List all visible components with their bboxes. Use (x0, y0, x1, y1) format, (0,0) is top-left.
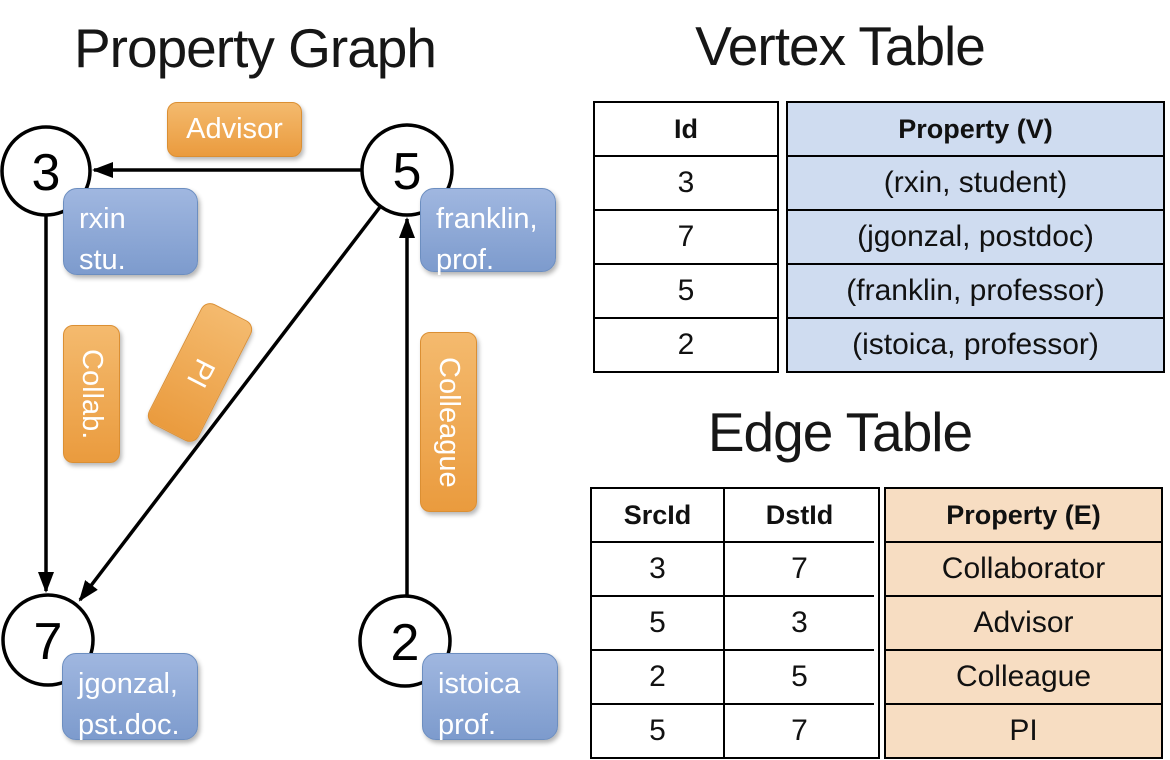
edge-table-property-cell: Advisor (886, 595, 1161, 649)
vertex-table-id-cell: 3 (595, 155, 777, 209)
node-5-id-label: 5 (393, 143, 422, 201)
vertex-label-istoica-line2: prof. (438, 709, 497, 742)
vertex-table-property-column: Property (V) (rxin, student) (jgonzal, p… (786, 101, 1165, 373)
edge-label-colleague-text: Colleague (433, 356, 465, 488)
vertex-table-property-cell: (jgonzal, postdoc) (788, 209, 1163, 263)
edge-table-dstid-cell: 3 (723, 595, 874, 649)
vertex-table-id-header: Id (674, 113, 698, 144)
edge-pi-arrow (78, 205, 382, 602)
edge-table-dstid-cell: 5 (723, 649, 874, 703)
vertex-table-title: Vertex Table (695, 15, 986, 77)
edge-table-property-cell: Colleague (886, 649, 1161, 703)
vertex-label-franklin-line1: franklin, (436, 203, 538, 235)
vertex-table-property-header: Property (V) (898, 113, 1053, 144)
vertex-label-rxin: rxin stu. (63, 188, 198, 276)
property-graph-title: Property Graph (73, 17, 437, 79)
edge-label-collab: Collab. (63, 325, 120, 463)
edge-table-title: Edge Table (707, 401, 973, 463)
vertex-label-jgonzal-line1: jgonzal, (78, 668, 178, 700)
vertex-label-franklin: franklin, prof. (420, 188, 556, 276)
vertex-table-property-cell: (rxin, student) (788, 155, 1163, 209)
edge-table-property-cell: Collaborator (886, 541, 1161, 595)
edge-table-srcid-cell: 5 (592, 595, 723, 649)
vertex-label-jgonzal: jgonzal, pst.doc. (62, 653, 198, 741)
vertex-label-istoica-line1: istoica (438, 668, 521, 700)
vertex-table-id-cell: 5 (595, 263, 777, 317)
edge-table-property-header: Property (E) (946, 499, 1101, 530)
node-3-id-label: 3 (32, 144, 61, 202)
edge-label-pi-text: PI (179, 353, 221, 393)
vertex-label-istoica: istoica prof. (422, 653, 558, 741)
edge-table-property-cell: PI (886, 703, 1161, 757)
edge-table-srcid-cell: 3 (592, 541, 723, 595)
edge-table-srcid-cell: 2 (592, 649, 723, 703)
edge-label-advisor-text: Advisor (186, 113, 283, 145)
edge-label-collab-text: Collab. (76, 348, 108, 440)
vertex-label-rxin-line1: rxin (79, 203, 126, 235)
edge-table-src-dst-columns: SrcId DstId 3 7 5 3 2 5 5 7 (590, 487, 880, 759)
edge-label-colleague: Colleague (420, 332, 477, 512)
edge-table-dstid-cell: 7 (723, 541, 874, 595)
vertex-table-id-cell: 7 (595, 209, 777, 263)
vertex-table-id-column: Id 3 7 5 2 (593, 101, 779, 373)
edge-label-advisor: Advisor (167, 102, 302, 157)
vertex-table-property-cell: (istoica, professor) (788, 317, 1163, 371)
edge-table-property-column: Property (E) Collaborator Advisor Collea… (884, 487, 1163, 759)
node-7-id-label: 7 (34, 613, 63, 671)
vertex-table-id-cell: 2 (595, 317, 777, 371)
vertex-label-franklin-line2: prof. (436, 244, 495, 277)
vertex-table-property-cell: (franklin, professor) (788, 263, 1163, 317)
edge-table-dstid-header: DstId (723, 489, 874, 541)
node-2-id-label: 2 (391, 614, 420, 672)
edge-table-dstid-cell: 7 (723, 703, 874, 757)
vertex-label-rxin-line2: stu. (79, 244, 126, 277)
edge-table-srcid-header: SrcId (623, 499, 692, 530)
edge-table-srcid-cell: 5 (592, 703, 723, 757)
vertex-label-jgonzal-line2: pst.doc. (78, 709, 180, 742)
